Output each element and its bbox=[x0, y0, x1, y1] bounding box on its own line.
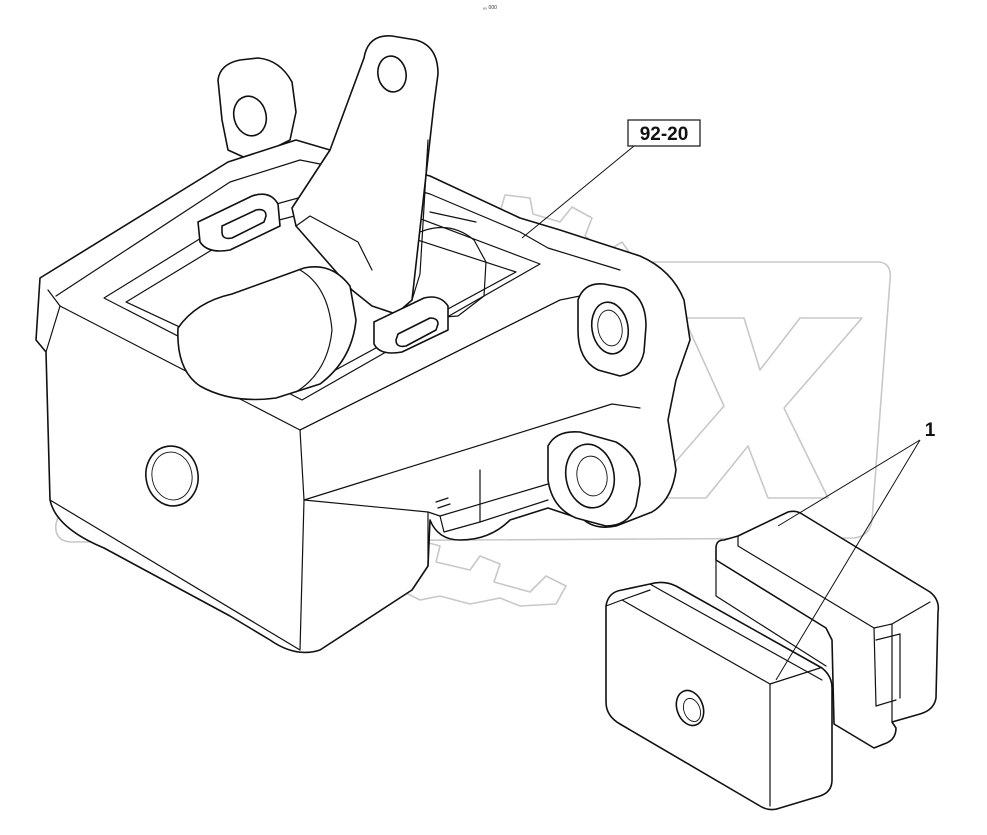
callout-1-label[interactable]: 1 bbox=[925, 420, 936, 441]
pivot-arm bbox=[177, 35, 487, 401]
pivot-arm-hole bbox=[377, 55, 407, 93]
callout-92-20-box[interactable] bbox=[627, 119, 701, 147]
callout-1-leader-b bbox=[775, 439, 921, 681]
brake-pad-rear-plate bbox=[715, 510, 940, 749]
brake-pad-hole bbox=[675, 689, 705, 727]
brake-pad-rear bbox=[715, 510, 940, 749]
callout-1-leader-a bbox=[777, 439, 921, 527]
callout-92-20-leader bbox=[521, 145, 635, 239]
brake-pad-front-plate bbox=[605, 581, 833, 811]
front-left-hole bbox=[145, 445, 199, 507]
pivot-arm-outline bbox=[291, 35, 439, 315]
bracket-housing bbox=[35, 57, 691, 654]
slot-plate-right bbox=[373, 296, 449, 354]
bracket-body-outline bbox=[35, 139, 691, 654]
callout-92-20-label[interactable]: 92-20 bbox=[640, 124, 689, 145]
callout-92-20[interactable]: 92-20 bbox=[521, 119, 701, 239]
callout-1[interactable]: 1 bbox=[775, 420, 936, 681]
inner-roller bbox=[177, 266, 357, 401]
rear-ear-hole bbox=[232, 95, 268, 137]
header-code: ₈₀ 000 bbox=[483, 5, 497, 11]
brake-pad-front bbox=[605, 581, 833, 811]
